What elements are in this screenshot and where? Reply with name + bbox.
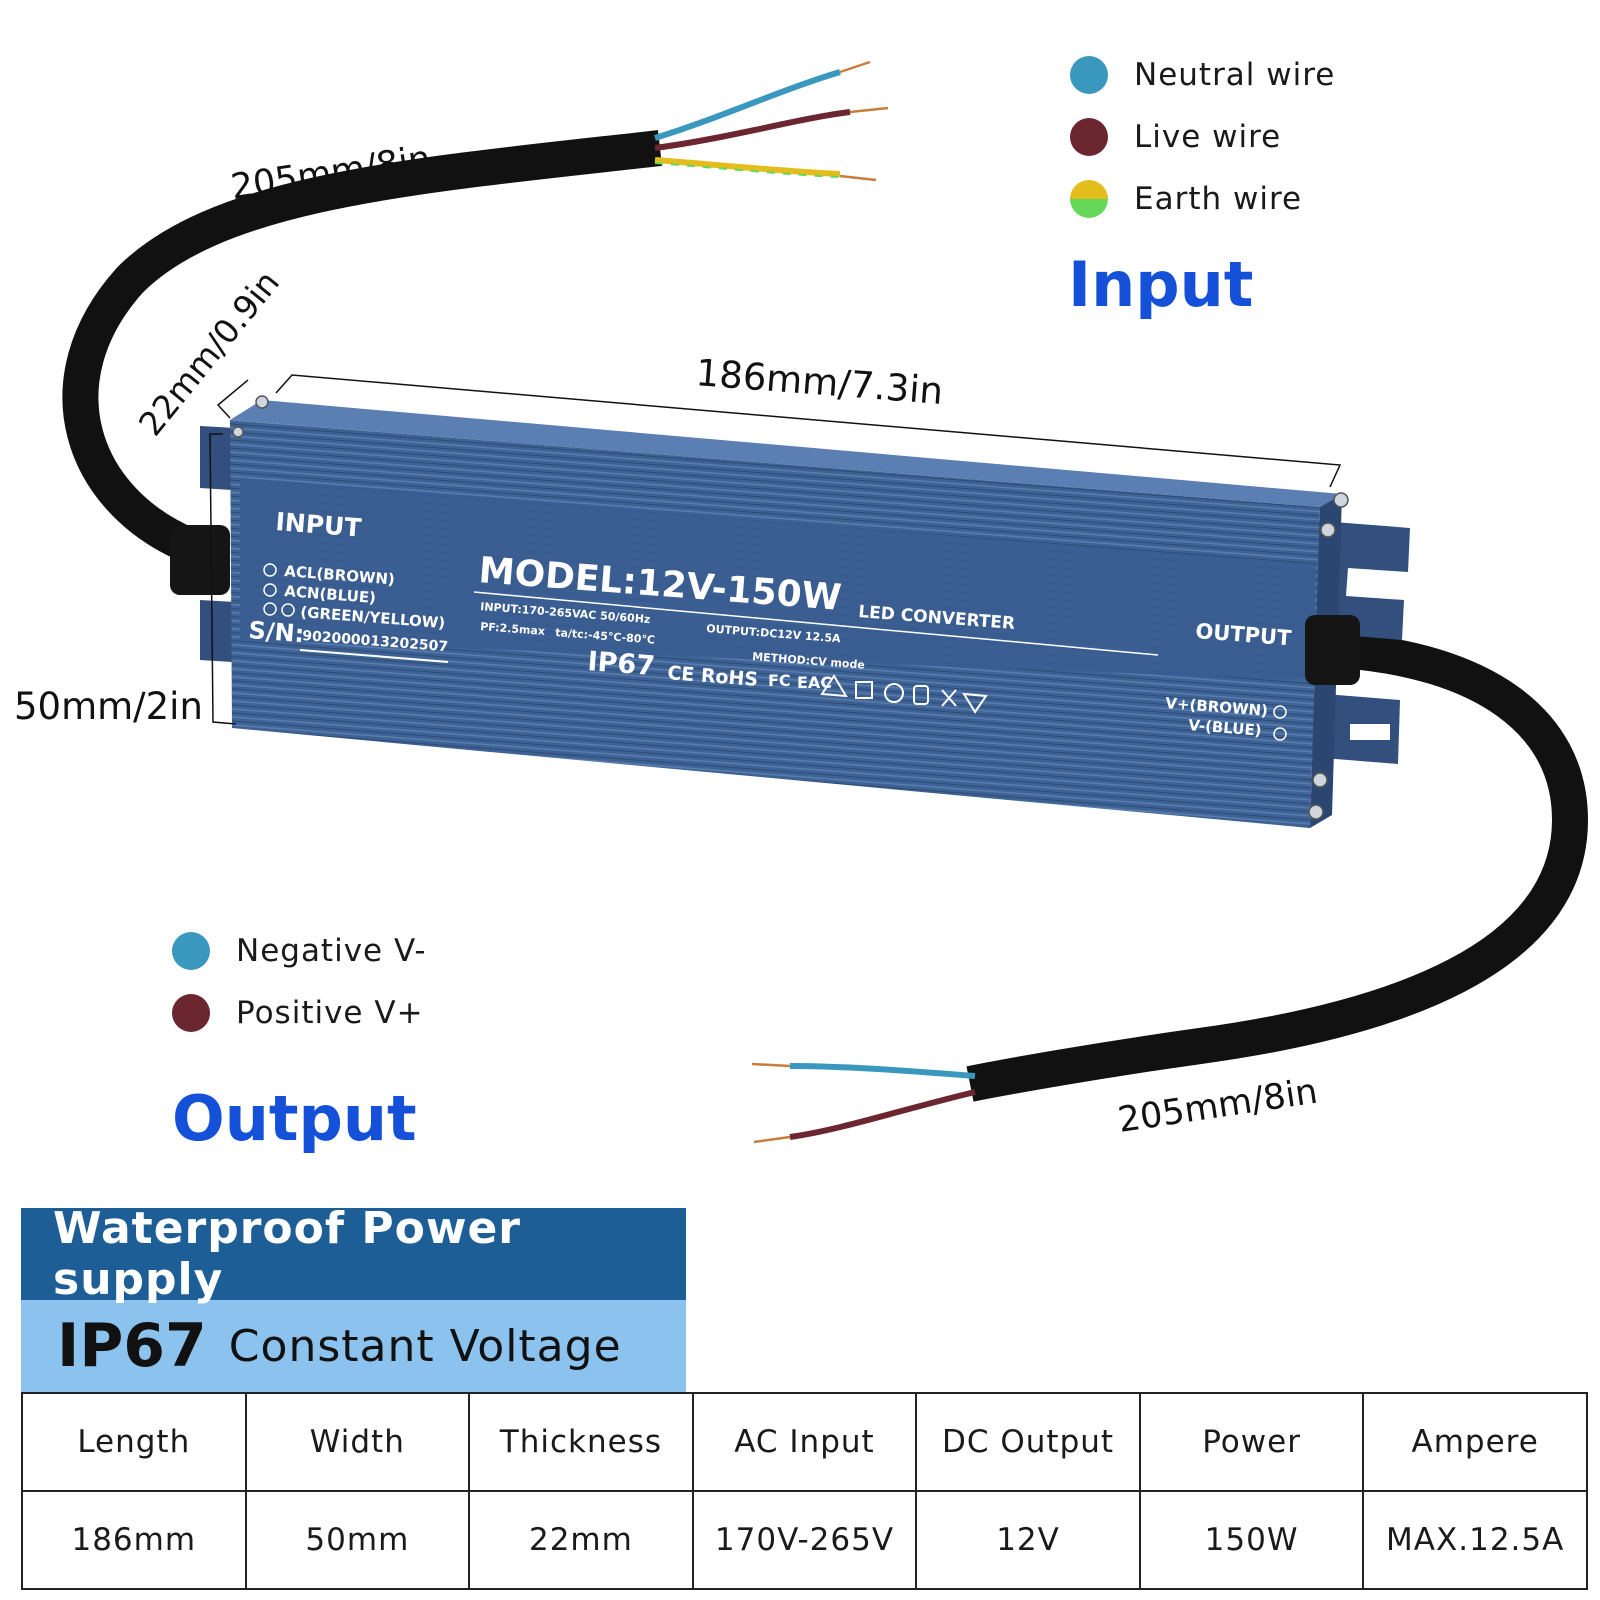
output-legend: Negative V- Positive V+ [172, 920, 427, 1044]
eac-icon: EAC [797, 673, 832, 692]
bin-mark-icon [941, 689, 957, 707]
spec-header-cell: DC Output [915, 1392, 1141, 1492]
earth-dot-icon [1070, 180, 1108, 218]
f-mark-icon [962, 692, 988, 714]
fc-icon: FC [768, 671, 791, 690]
product-banner: Waterproof Power supply IP67 Constant Vo… [21, 1203, 686, 1392]
legend-label: Live wire [1134, 119, 1282, 155]
pf-text: PF:2.5max [480, 620, 546, 638]
legend-item-earth: Earth wire [1070, 168, 1335, 230]
certification-icons: FC EAC [768, 671, 988, 714]
legend-label: Neutral wire [1134, 57, 1336, 93]
spec-value-cell: 22mm [468, 1490, 694, 1590]
legend-label: Positive V+ [236, 995, 424, 1031]
input-cable [62, 130, 663, 563]
earth-symbol-icon [281, 603, 295, 617]
spec-value-cell: MAX.12.5A [1362, 1490, 1588, 1590]
neutral-dot-icon [1070, 56, 1108, 94]
input-legend: Neutral wire Live wire Earth wire [1070, 44, 1335, 230]
input-wires [654, 60, 889, 182]
ip-rating-text: IP67 [586, 646, 656, 682]
triangle-mark-icon [820, 674, 848, 698]
housing-width: 50mm/2in [14, 685, 203, 728]
spec-value-cell: 170V-265V [691, 1490, 918, 1590]
spec-value-cell: 50mm [244, 1490, 471, 1590]
output-title: Output [172, 1082, 417, 1155]
banner-ip-rating: IP67 [57, 1311, 207, 1381]
banner-subtitle-row: IP67 Constant Voltage [21, 1300, 686, 1392]
output-cable [966, 632, 1589, 1102]
spec-header-cell: AC Input [691, 1392, 918, 1492]
spec-header-cell: Length [21, 1392, 247, 1492]
output-cable-length: 205mm/8in [1115, 1072, 1320, 1141]
banner-title: Waterproof Power supply [21, 1203, 686, 1305]
live-dot-icon [1070, 118, 1108, 156]
spec-header-cell: Width [244, 1392, 471, 1492]
cable-glands [170, 525, 1360, 685]
label-panel [240, 478, 1316, 680]
legend-item-live: Live wire [1070, 106, 1335, 168]
input-header: INPUT [275, 507, 363, 543]
screws [232, 395, 1349, 820]
spec-header-cell: Thickness [468, 1392, 694, 1492]
double-square-icon [855, 681, 873, 699]
negative-dot-icon [172, 932, 210, 970]
spec-value-cell: 186mm [21, 1490, 247, 1590]
spec-header-row: Length Width Thickness AC Input DC Outpu… [21, 1392, 1588, 1492]
legend-item-negative: Negative V- [172, 920, 427, 982]
input-title: Input [1068, 248, 1254, 321]
legend-label: Earth wire [1134, 181, 1303, 217]
spec-table: Length Width Thickness AC Input DC Outpu… [21, 1392, 1588, 1590]
legend-label: Negative V- [236, 933, 427, 969]
positive-dot-icon [172, 994, 210, 1032]
spec-value-cell: 150W [1138, 1490, 1365, 1590]
circle-mark-icon [884, 683, 904, 703]
spec-value-cell: 12V [915, 1490, 1141, 1590]
spec-header-cell: Ampere [1362, 1392, 1588, 1492]
legend-item-positive: Positive V+ [172, 982, 427, 1044]
spec-header-cell: Power [1138, 1392, 1365, 1492]
banner-subtitle: Constant Voltage [228, 1320, 622, 1372]
sn-prefix: S/N: [248, 616, 306, 648]
housing-length: 186mm/7.3in [694, 351, 944, 413]
shield-mark-icon [913, 685, 929, 705]
output-wires [751, 1062, 976, 1144]
vminus-label: V-(BLUE) [1188, 716, 1263, 740]
spec-value-row: 186mm 50mm 22mm 170V-265V 12V 150W MAX.1… [21, 1490, 1588, 1590]
dimension-lines [209, 374, 1342, 725]
legend-item-neutral: Neutral wire [1070, 44, 1335, 106]
